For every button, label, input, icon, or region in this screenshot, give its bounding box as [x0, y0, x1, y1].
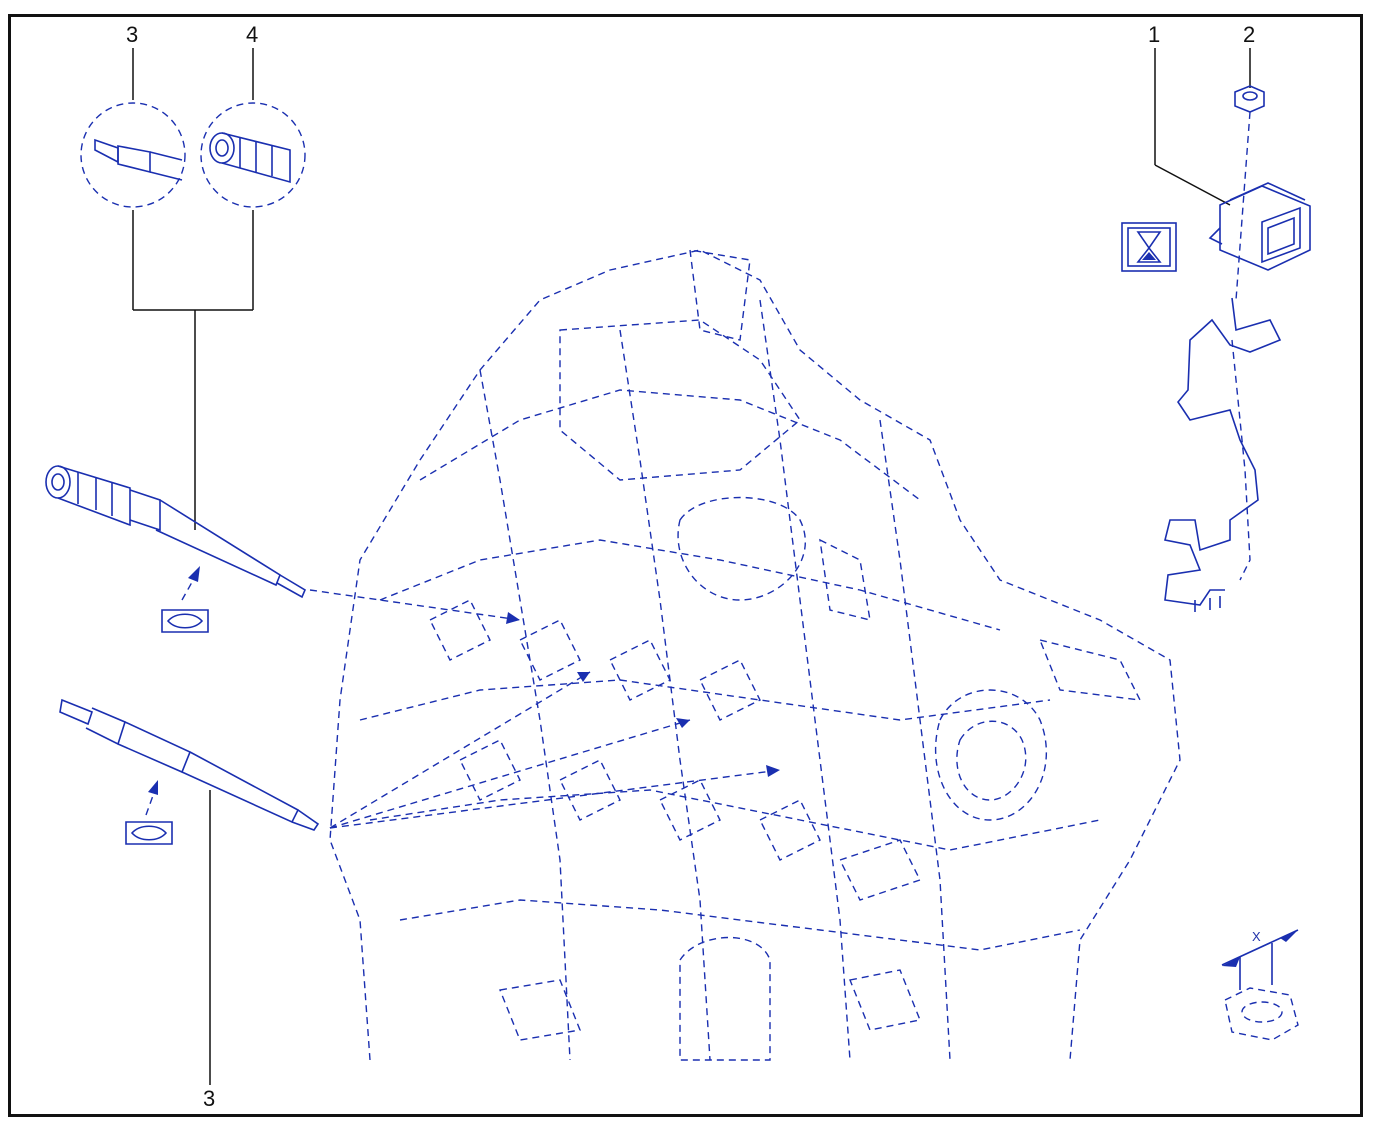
detail-circle-4 [200, 102, 306, 208]
callout-4: 4 [246, 22, 259, 47]
callout-1: 1 [1148, 22, 1161, 47]
glow-control-unit [1208, 182, 1311, 271]
nut-tightening-dimension-icon [1221, 929, 1299, 1041]
callout-2: 2 [1243, 22, 1256, 47]
mounting-bracket [1164, 297, 1282, 612]
seal-gasket-icon [125, 609, 209, 845]
callout-3-top: 3 [126, 22, 139, 47]
engine-block-outline [329, 249, 1181, 1061]
glow-plug-lower [59, 698, 320, 831]
dimension-x-label: X [1252, 929, 1261, 944]
callout-3-bottom: 3 [203, 1086, 216, 1111]
plug-insertion-leaders [309, 589, 781, 829]
glow-plug-upper [45, 465, 307, 599]
nut-part [1234, 85, 1265, 301]
callout-leaders [132, 48, 1251, 1085]
hourglass-icon [1121, 222, 1177, 272]
insertion-arrows [145, 566, 200, 816]
detail-circle-3 [80, 102, 186, 208]
